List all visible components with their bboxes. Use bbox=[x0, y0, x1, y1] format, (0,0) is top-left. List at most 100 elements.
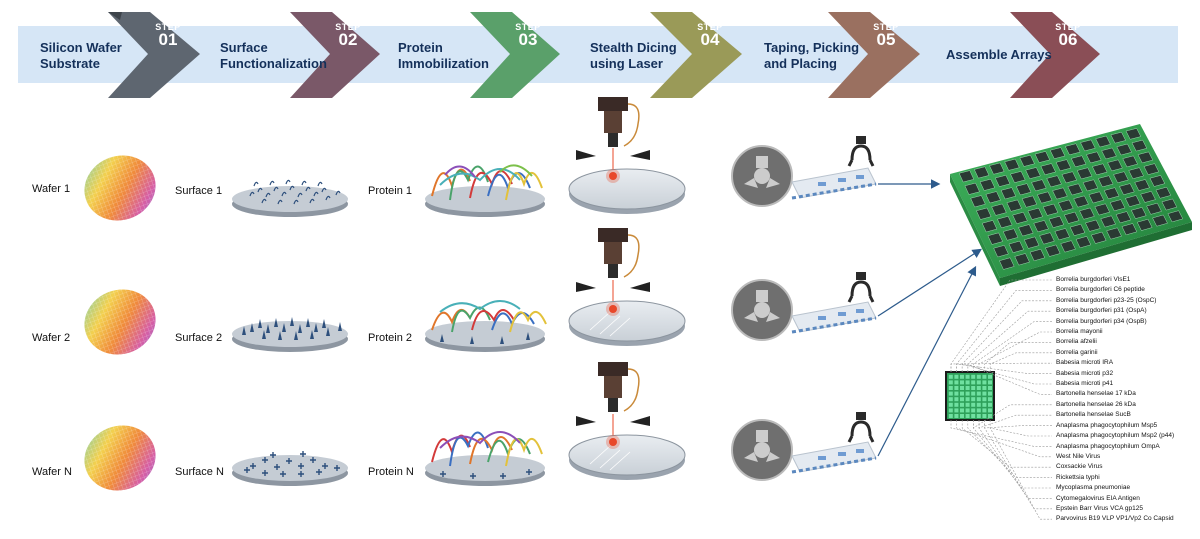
array-well bbox=[1010, 171, 1026, 183]
chip-well bbox=[960, 374, 964, 379]
chip-well bbox=[976, 408, 981, 413]
chip-well bbox=[988, 402, 992, 407]
chip-well bbox=[982, 374, 987, 379]
leader-line bbox=[989, 420, 1052, 520]
array-well bbox=[981, 220, 998, 233]
chip-well bbox=[960, 402, 964, 407]
array-well bbox=[1006, 199, 1022, 212]
array-well bbox=[1125, 195, 1141, 208]
array-well bbox=[1100, 215, 1116, 228]
array-well bbox=[1113, 171, 1129, 184]
array-well bbox=[1082, 179, 1099, 192]
chip-well bbox=[982, 397, 987, 402]
tape-reel-icon bbox=[731, 145, 877, 207]
step-05-chevron bbox=[828, 12, 920, 98]
chip-well bbox=[971, 374, 976, 379]
array-well bbox=[973, 166, 990, 179]
chip-well bbox=[965, 397, 970, 402]
leader-line bbox=[961, 420, 1052, 468]
chip-well bbox=[988, 408, 992, 413]
silicon-wafer-icon bbox=[84, 425, 156, 491]
array-well bbox=[1134, 179, 1150, 191]
array-well bbox=[1116, 143, 1132, 156]
antigen-item: Borrelia burgdorferi VlsE1 bbox=[1056, 276, 1131, 283]
chip-well bbox=[976, 414, 981, 418]
chip-well bbox=[988, 386, 992, 390]
antigen-item: Mycoplasma pneumoniae bbox=[1056, 484, 1131, 492]
chip-well bbox=[976, 386, 981, 390]
chip-well bbox=[976, 391, 981, 396]
chip-well bbox=[971, 397, 976, 402]
array-well bbox=[1064, 143, 1081, 156]
chip-well bbox=[988, 380, 992, 385]
functionalized-surface-icon bbox=[232, 317, 348, 352]
array-well bbox=[1152, 214, 1168, 227]
protein-label: Protein 2 bbox=[368, 332, 413, 344]
chip-well bbox=[954, 386, 959, 390]
leader-line bbox=[984, 420, 1052, 429]
array-well bbox=[1073, 195, 1089, 208]
array-well bbox=[1055, 159, 1072, 172]
antigen-item: Bartonella henselae 17 kDa bbox=[1056, 390, 1136, 398]
chip-well bbox=[960, 380, 964, 385]
array-well bbox=[1090, 231, 1107, 244]
array-well bbox=[997, 216, 1013, 229]
array-well bbox=[1052, 187, 1068, 200]
leader-line bbox=[967, 310, 1052, 372]
array-well bbox=[1085, 219, 1101, 232]
chip-well bbox=[960, 414, 964, 418]
array-well bbox=[1067, 183, 1083, 196]
leader-line bbox=[967, 363, 1052, 395]
antigen-item: Cytomegalovirus EIA Antigen bbox=[1056, 494, 1140, 502]
chip-well bbox=[982, 386, 987, 390]
leader-line bbox=[967, 420, 1052, 478]
array-well bbox=[1058, 199, 1074, 212]
array-plate-icon bbox=[950, 124, 1192, 286]
wafer-label: Wafer N bbox=[32, 466, 72, 478]
antigen-item: Babesia microti IRA bbox=[1056, 359, 1114, 367]
chip-well bbox=[988, 374, 992, 379]
array-well bbox=[1122, 155, 1138, 168]
antigen-item: Anaplasma phagocytophilum OmpA bbox=[1056, 442, 1160, 450]
array-well bbox=[1070, 155, 1087, 168]
array-well bbox=[1140, 190, 1156, 203]
chip-well bbox=[954, 380, 959, 385]
surface-label: Surface 2 bbox=[175, 332, 223, 344]
array-well bbox=[1115, 211, 1132, 224]
chip-well bbox=[988, 397, 992, 402]
array-well bbox=[1046, 175, 1062, 188]
silicon-wafer-icon bbox=[84, 155, 156, 221]
antigen-item: Anaplasma phagocytophilum Msp2 (p44) bbox=[1056, 432, 1175, 440]
antigen-item: Borrelia burgdorferi p31 (OspA) bbox=[1056, 307, 1147, 315]
array-well bbox=[1042, 203, 1059, 216]
protein-layer-icon bbox=[425, 164, 545, 217]
array-well bbox=[989, 162, 1005, 175]
chip-well bbox=[965, 414, 970, 418]
leader-line bbox=[956, 363, 1052, 374]
array-well bbox=[1095, 135, 1111, 148]
antigen-item: Anaplasma phagocytophilum Msp5 bbox=[1056, 421, 1158, 429]
antigen-item: Borrelia burgdorferi p34 (OspB) bbox=[1056, 317, 1147, 325]
antigen-item: West Nile Virus bbox=[1056, 452, 1101, 460]
chip-well bbox=[971, 402, 976, 407]
antigen-item: Borrelia mayonii bbox=[1056, 328, 1103, 336]
chip-well bbox=[982, 408, 987, 413]
step-01-chevron bbox=[108, 12, 200, 98]
array-well bbox=[985, 191, 1001, 204]
laser-head-icon bbox=[568, 97, 686, 214]
array-well bbox=[1130, 207, 1147, 219]
array-well bbox=[1039, 232, 1055, 245]
chip-well bbox=[960, 397, 964, 402]
array-well bbox=[999, 257, 1015, 270]
laser-head-icon bbox=[568, 362, 686, 480]
antigen-item: Babesia microti p32 bbox=[1056, 369, 1114, 377]
array-well bbox=[979, 178, 996, 191]
tape-reel-icon bbox=[731, 279, 877, 341]
array-well bbox=[993, 244, 1009, 258]
leader-line bbox=[950, 420, 1052, 447]
chip-well bbox=[988, 391, 992, 396]
array-well bbox=[1049, 147, 1066, 160]
